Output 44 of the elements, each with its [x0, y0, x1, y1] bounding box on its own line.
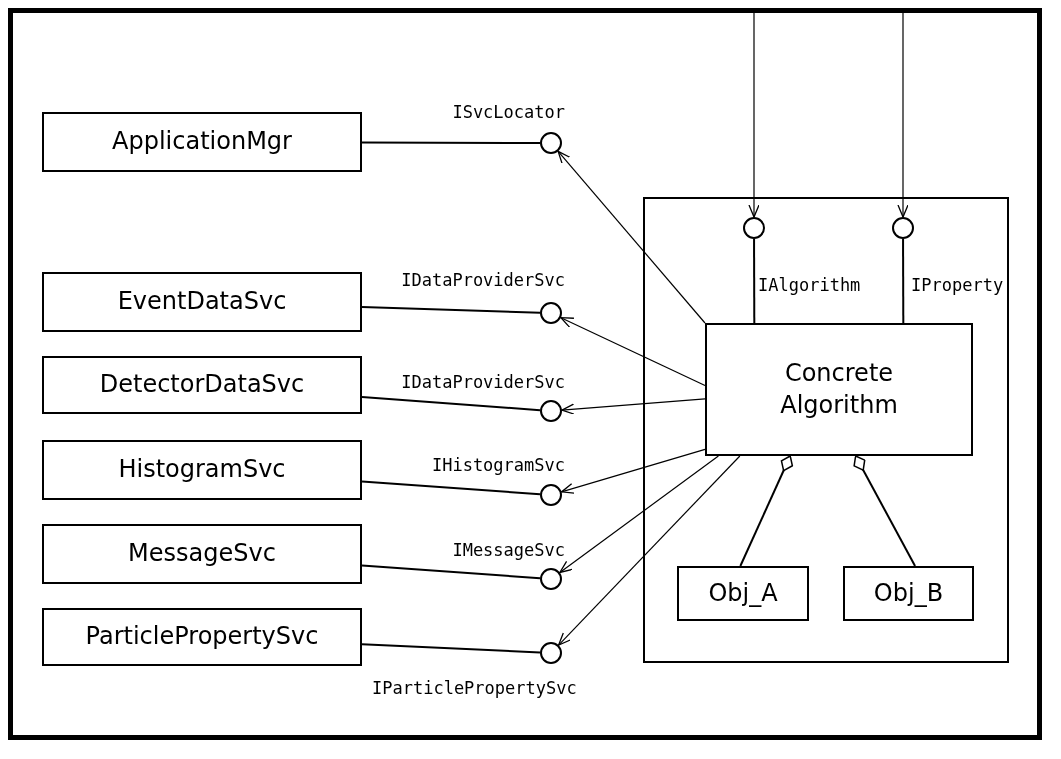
- algorithm-box: Concrete Algorithm: [705, 323, 973, 456]
- component-frame: [643, 197, 1009, 663]
- interface-circle: [540, 568, 562, 590]
- interface-label: IDataProviderSvc: [401, 272, 565, 289]
- interface-label: IDataProviderSvc: [401, 374, 565, 391]
- interface-circle: [540, 400, 562, 422]
- connector-line: [361, 564, 542, 580]
- class-box: EventDataSvc: [42, 272, 362, 332]
- connector-line: [361, 395, 542, 412]
- interface-label: IMessageSvc: [452, 542, 565, 559]
- interface-label: IHistogramSvc: [431, 457, 565, 474]
- interface-circle: [892, 217, 914, 239]
- class-box: DetectorDataSvc: [42, 356, 362, 414]
- connector-line: [739, 455, 794, 567]
- arrow: [748, 12, 760, 218]
- interface-circle: [540, 132, 562, 154]
- class-box: Obj_B: [843, 566, 974, 621]
- connector-line: [361, 480, 542, 496]
- arrow: [560, 317, 706, 387]
- interface-circle: [540, 484, 562, 506]
- interface-circle: [743, 217, 765, 239]
- connector-line: [753, 238, 756, 324]
- arrow: [557, 150, 706, 324]
- interface-label: IAlgorithm: [758, 277, 861, 294]
- interface-circle: [540, 302, 562, 324]
- connector-line: [361, 306, 541, 314]
- arrow: [560, 448, 706, 494]
- class-box: MessageSvc: [42, 524, 362, 584]
- connector-line: [361, 643, 541, 654]
- arrow: [897, 12, 909, 218]
- arrow: [559, 455, 719, 574]
- class-box: ApplicationMgr: [42, 112, 362, 172]
- connector-line: [361, 141, 541, 144]
- class-box: HistogramSvc: [42, 440, 362, 500]
- arrow: [561, 398, 706, 415]
- connector-line: [902, 238, 905, 324]
- interface-label: IParticlePropertySvc: [372, 680, 577, 697]
- connector-line: [853, 455, 917, 567]
- interface-circle: [540, 642, 562, 664]
- class-box: Obj_A: [677, 566, 809, 621]
- arrow: [557, 455, 741, 646]
- interface-label: ISvcLocator: [452, 104, 565, 121]
- interface-label: IProperty: [911, 277, 1004, 294]
- class-box: ParticlePropertySvc: [42, 608, 362, 666]
